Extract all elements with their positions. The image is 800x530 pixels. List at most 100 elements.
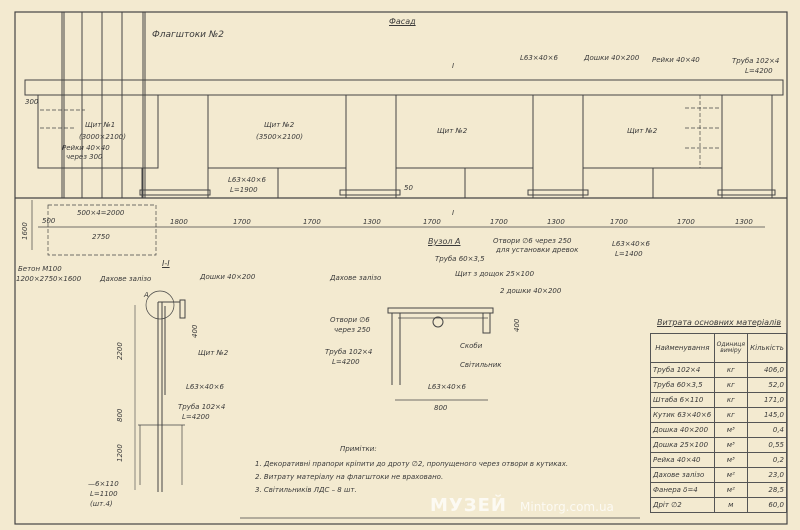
bottom-angles [139,189,776,196]
cell-unit: м² [713,482,748,498]
dim-400: 400 [191,324,199,338]
watermark: МУЗЕЙ [430,495,507,516]
panel-3-label: Щит №2 [437,127,468,135]
angle-bottom-label: L63×40×6 [228,176,266,184]
dim: 1700 [233,218,251,226]
strip-qty: (шт.4) [90,500,113,508]
dim-1600: 1600 [21,222,29,240]
cell-qty: 23,0 [746,467,788,483]
node-angle: L63×40×6 [428,383,466,391]
materials-title: Витрата основних матеріалів [657,318,782,327]
dim: 1300 [547,218,565,226]
node-boards: 2 дошки 40×200 [500,287,562,295]
dim-300: 300 [25,98,39,106]
holes-label: Отвори ∅6 через 250 [493,237,572,245]
dim: 1800 [170,218,188,226]
cell-qty: 60,0 [746,497,788,513]
cell-qty: 0,2 [746,452,788,468]
watermark-url: Mintorg.com.ua [520,500,614,514]
dim: 500×4=2000 [77,209,125,217]
cell-name: Штаба 6×110 [650,392,715,408]
note-item: 3. Світильників ЛДС – 8 шт. [255,486,357,494]
cell-name: Фанера δ=4 [650,482,715,498]
node-brackets: Скоби [460,342,483,350]
dim: 1300 [363,218,381,226]
section-pipe-label: Труба 102×4 [178,403,226,411]
section-roof-label: Дахове залізо [100,275,152,283]
cell-name: Дошка 25×100 [650,437,715,453]
slats-label: Рейки 40×40 [652,56,700,64]
cell-name: Дахове залізо [650,467,715,483]
panel-2 [207,94,347,169]
panel-2-size: (3500×2100) [256,133,303,141]
note-item: 1. Декоративні прапори кріпити до дроту … [255,460,569,468]
dim-1200: 1200 [116,444,124,462]
section-pipe-length: L=4200 [182,413,210,421]
cell-qty: 0,4 [746,422,788,438]
node-small-pipe: Труба 60×3,5 [435,255,485,263]
cell-qty: 145,0 [746,407,788,423]
header-qty: Кількість [746,333,788,363]
cell-name: Рейка 40×40 [650,452,715,468]
strip-length: L=1100 [90,490,118,498]
cell-unit: м³ [713,437,748,453]
note-item: 2. Витрату матеріалу на флагштоки не вра… [255,473,444,481]
dim: 1700 [423,218,441,226]
dim: 1700 [303,218,321,226]
concrete-footing [47,204,157,256]
notes-title: Примітки: [340,445,377,453]
cell-name: Труба 102×4 [650,362,715,378]
node-a-view [387,307,494,401]
pipe-label: Труба 102×4 [732,57,780,65]
angle-right-length: L=1400 [615,250,643,258]
cell-unit: кг [713,392,748,408]
dim: 1700 [490,218,508,226]
header-unit: Одиниця виміру [713,333,748,363]
panel-4-label: Щит №2 [627,127,658,135]
section-angle-label: L63×40×6 [186,383,224,391]
section-panel-label: Щит №2 [198,349,229,357]
cell-name: Дошка 40×200 [650,422,715,438]
slats-step: через 300 [66,153,103,161]
cell-unit: кг [713,362,748,378]
cell-qty: 406,0 [746,362,788,378]
angle-right-label: L63×40×6 [612,240,650,248]
holes-label-2: для установки древок [496,246,579,254]
dim-800: 800 [116,408,124,422]
node-lamp: Світильник [460,361,502,369]
panel-1-label: Щит №1 [85,121,116,129]
hidden-slats [40,95,720,168]
node-pipe: Труба 102×4 [325,348,373,356]
angle-top-label: L63×40×6 [520,54,558,62]
cell-name: Кутик 63×40×6 [650,407,715,423]
node-dim-800: 800 [434,404,448,412]
cell-name: Труба 60×3,5 [650,377,715,393]
node-pipe-length: L=4200 [332,358,360,366]
cell-unit: м [713,497,748,513]
cell-unit: кг [713,407,748,423]
dim: 1700 [677,218,695,226]
section-mark-top: І [452,62,455,70]
pipe-length: L=4200 [745,67,773,75]
dim-2750: 2750 [92,233,110,241]
cell-name: Дріт ∅2 [650,497,715,513]
node-roof: Дахове залізо [330,274,382,282]
panel-1-size: (3000×2100) [79,133,126,141]
concrete-size: 1200×2750×1600 [16,275,82,283]
flagpoles [61,12,146,198]
dim: 500 [42,217,56,225]
facade-title: Фасад [389,17,416,26]
node-shield: Щит з дощок 25×100 [455,270,535,278]
cell-qty: 171,0 [746,392,788,408]
dim-2200: 2200 [116,342,124,360]
node-mark: А [144,291,149,299]
header-name: Найменування [650,333,715,363]
